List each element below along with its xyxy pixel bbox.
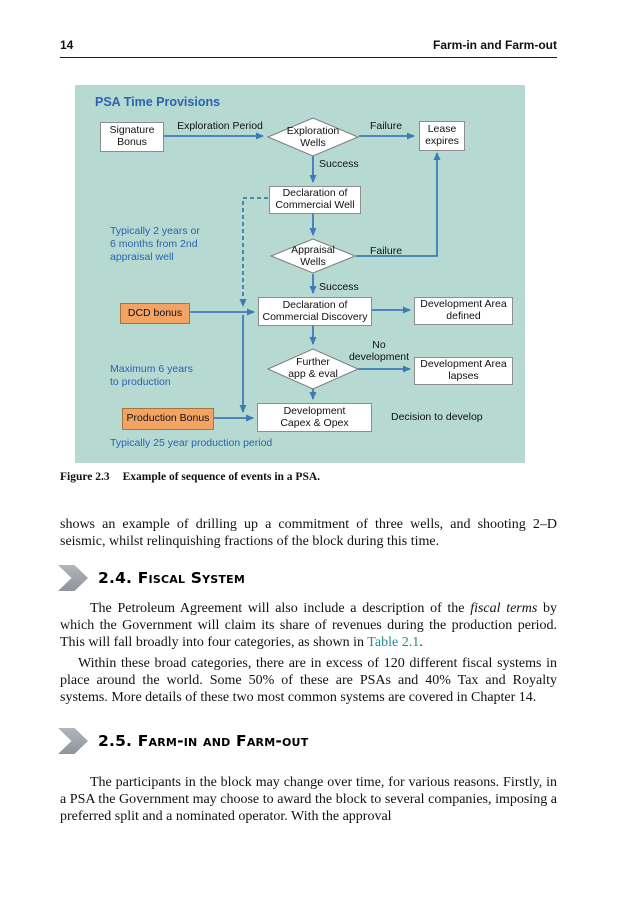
psa-flowchart-figure: PSA Time Provisions Signature Bonus Expl… xyxy=(75,85,525,463)
node-appraisal-wells: Appraisal Wells xyxy=(273,244,353,269)
paragraph-categories: Within these broad categories, there are… xyxy=(60,656,557,705)
note-line: Typically 2 years or xyxy=(110,225,200,237)
flowchart-connectors xyxy=(163,117,441,422)
node-declaration-commercial-well: Declaration of Commercial Well xyxy=(269,186,361,214)
node-label-line: Wells xyxy=(300,255,326,268)
header-rule xyxy=(60,57,557,58)
paragraph-text: by which the Government will claim its s… xyxy=(60,601,558,650)
node-development-area-defined: Development Area defined xyxy=(414,297,513,325)
node-label-line: Development Area xyxy=(420,358,507,371)
note-appraisal-timing: Typically 2 years or 6 months from 2nd a… xyxy=(110,225,230,263)
paragraph-text: . xyxy=(419,635,423,650)
figure-caption: Figure 2.3 Example of sequence of events … xyxy=(60,471,557,483)
label-text: Failure xyxy=(369,120,403,132)
label-text: Success xyxy=(319,158,359,170)
node-label-line: Exploration xyxy=(286,125,340,137)
table-2-1-link[interactable]: Table 2.1 xyxy=(367,635,420,650)
paragraph-text: The Petroleum Agreement will also includ… xyxy=(90,601,471,616)
node-lease-expires: Lease expires xyxy=(419,121,465,151)
node-label-line: Declaration of xyxy=(282,298,348,311)
running-head-title: Farm-in and Farm-out xyxy=(432,38,557,52)
node-label-line: lapses xyxy=(448,370,479,382)
label-decision-to-develop: Decision to develop xyxy=(391,411,483,423)
label-failure-exploration: Failure xyxy=(363,120,409,132)
node-label-line: defined xyxy=(446,310,481,322)
node-label-line: Commercial Well xyxy=(275,199,355,211)
node-label-line: Further xyxy=(296,356,330,368)
label-no-development: No development xyxy=(345,339,413,363)
fiscal-system-paragraphs: The Petroleum Agreement will also includ… xyxy=(60,600,557,706)
figure-caption-label: Figure 2.3 xyxy=(60,471,110,483)
label-text: Success xyxy=(319,281,359,293)
label-text: Exploration Period xyxy=(177,120,263,132)
node-label-line: Production Bonus xyxy=(126,412,210,425)
node-development-area-lapses: Development Area lapses xyxy=(414,357,513,385)
edge-declwell-dashed-to-dcd xyxy=(239,197,268,307)
flowchart-title: PSA Time Provisions xyxy=(95,95,221,109)
node-exploration-wells: Exploration Wells xyxy=(271,125,355,150)
label-success-exploration: Success xyxy=(319,158,359,170)
note-production-timing: Maximum 6 years to production xyxy=(110,363,230,389)
node-label-line: Bonus xyxy=(117,136,147,148)
further-app-eval-diamond xyxy=(266,348,360,390)
note-line: Typically 25 year production period xyxy=(110,437,273,449)
node-label-line: Signature xyxy=(109,124,155,137)
section-arrow-icon xyxy=(58,728,88,754)
node-label-line: Wells xyxy=(300,136,326,149)
node-signature-bonus: Signature Bonus xyxy=(100,122,164,152)
label-text: Failure xyxy=(369,245,403,257)
exploration-wells-diamond xyxy=(266,117,360,157)
node-further-app-eval: Further app & eval xyxy=(271,356,355,381)
section-number: 2.4. xyxy=(98,569,133,587)
note-line: Maximum 6 years xyxy=(110,363,193,375)
node-declaration-commercial-discovery: Declaration of Commercial Discovery xyxy=(258,297,372,326)
node-label-line: Declaration of xyxy=(282,187,348,200)
node-label-line: DCD bonus xyxy=(127,306,183,319)
running-head: 14 Farm-in and Farm-out xyxy=(60,38,557,52)
appraisal-wells-diamond xyxy=(269,238,357,274)
edge-appraisal-failure-to-lease xyxy=(356,152,441,257)
node-dcd-bonus: DCD bonus xyxy=(120,303,190,324)
note-production-period: Typically 25 year production period xyxy=(110,437,410,450)
node-label-line: app & eval xyxy=(288,367,338,380)
node-label-line: Lease xyxy=(427,123,457,136)
paragraph-fiscal: The Petroleum Agreement will also includ… xyxy=(60,600,557,651)
label-text: No xyxy=(372,339,386,351)
node-label-line: Development xyxy=(283,404,346,417)
node-label-line: Appraisal xyxy=(291,244,335,256)
section-number: 2.5. xyxy=(98,732,133,750)
label-text: development xyxy=(348,351,410,364)
section-title: 2.4. Fiscal System xyxy=(98,569,245,587)
figure-caption-text: Example of sequence of events in a PSA. xyxy=(122,471,321,483)
note-line: 6 months from 2nd xyxy=(110,237,198,250)
section-heading-2-4: 2.4. Fiscal System xyxy=(58,564,557,592)
note-line: to production xyxy=(110,375,171,388)
label-success-appraisal: Success xyxy=(319,281,359,293)
note-line: appraisal well xyxy=(110,250,174,263)
node-label-line: Capex & Opex xyxy=(280,416,349,429)
paragraph-intro: shows an example of drilling up a commit… xyxy=(60,517,557,549)
paragraph-participants: The participants in the block may change… xyxy=(60,775,557,824)
section-title-text: Farm-in and Farm-out xyxy=(137,732,309,750)
label-text: Decision to develop xyxy=(391,411,483,423)
fiscal-terms-italic: fiscal terms xyxy=(470,601,538,616)
section-heading-2-5: 2.5. Farm-in and Farm-out xyxy=(58,727,557,755)
node-label-line: Development Area xyxy=(420,298,507,311)
section-title-text: Fiscal System xyxy=(137,569,245,587)
label-failure-appraisal: Failure xyxy=(363,245,409,257)
label-exploration-period: Exploration Period xyxy=(170,120,270,132)
section-arrow-icon xyxy=(58,565,88,591)
node-production-bonus: Production Bonus xyxy=(122,408,214,430)
node-development-capex-opex: Development Capex & Opex xyxy=(257,403,372,432)
node-label-line: expires xyxy=(425,135,459,147)
section-title: 2.5. Farm-in and Farm-out xyxy=(98,732,308,750)
page-number: 14 xyxy=(60,38,74,52)
node-label-line: Commercial Discovery xyxy=(262,310,368,323)
